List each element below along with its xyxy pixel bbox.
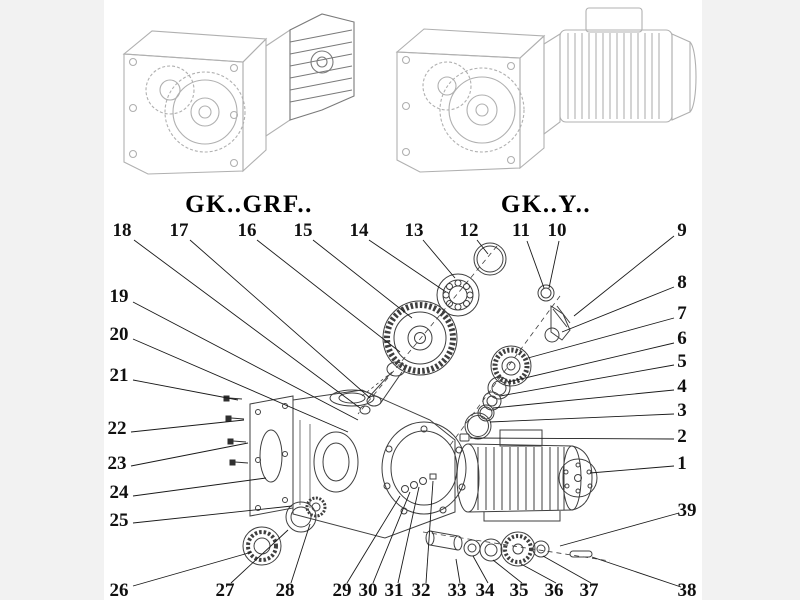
part-number-35: 35	[509, 580, 529, 600]
leader-lines	[130, 235, 682, 588]
part-number-26: 26	[109, 580, 129, 600]
part-number-21: 21	[109, 365, 129, 386]
flange-plate-drawing	[249, 395, 294, 517]
part-number-19: 19	[109, 286, 129, 307]
part-number-9: 9	[677, 220, 687, 241]
part-number-13: 13	[404, 220, 424, 241]
part-number-17: 17	[169, 220, 189, 241]
input-gear-train-drawing	[357, 242, 507, 415]
part-number-11: 11	[512, 220, 530, 241]
part-number-5: 5	[677, 351, 687, 372]
part-number-8: 8	[677, 272, 687, 293]
part-number-29: 29	[332, 580, 352, 600]
cover-rings-drawing	[242, 496, 327, 566]
gearbox-grf-drawing	[122, 13, 355, 175]
part-number-2: 2	[677, 426, 687, 447]
motor-drawing	[401, 429, 598, 522]
part-number-25: 25	[109, 510, 129, 531]
part-number-30: 30	[358, 580, 378, 600]
left-margin	[0, 0, 104, 600]
part-number-18: 18	[112, 220, 132, 241]
part-number-28: 28	[275, 580, 295, 600]
part-number-10: 10	[547, 220, 567, 241]
bolts-drawing	[223, 395, 249, 466]
part-number-27: 27	[215, 580, 235, 600]
right-margin	[702, 0, 800, 600]
part-number-39: 39	[677, 500, 697, 521]
part-number-20: 20	[109, 324, 129, 345]
part-number-15: 15	[293, 220, 313, 241]
part-number-1: 1	[677, 453, 687, 474]
part-number-6: 6	[677, 328, 687, 349]
housing-drawing	[292, 371, 467, 539]
part-number-12: 12	[459, 220, 479, 241]
part-number-4: 4	[677, 376, 687, 397]
model-label-gk-grf: GK..GRF..	[185, 191, 313, 218]
pinion-train-drawing	[447, 284, 571, 449]
model-label-gk-y: GK..Y..	[500, 191, 592, 218]
part-number-3: 3	[677, 400, 687, 421]
part-number-22: 22	[107, 418, 127, 439]
part-number-33: 33	[447, 580, 467, 600]
part-number-31: 31	[384, 580, 404, 600]
part-number-23: 23	[107, 453, 127, 474]
part-number-34: 34	[475, 580, 495, 600]
part-number-32: 32	[411, 580, 431, 600]
part-number-24: 24	[109, 482, 129, 503]
part-number-7: 7	[677, 303, 687, 324]
gearbox-y-drawing	[395, 7, 697, 173]
output-shaft-drawing	[422, 530, 611, 567]
part-number-14: 14	[349, 220, 369, 241]
part-number-37: 37	[579, 580, 599, 600]
part-number-16: 16	[237, 220, 257, 241]
part-number-38: 38	[677, 580, 697, 600]
part-number-36: 36	[544, 580, 564, 600]
